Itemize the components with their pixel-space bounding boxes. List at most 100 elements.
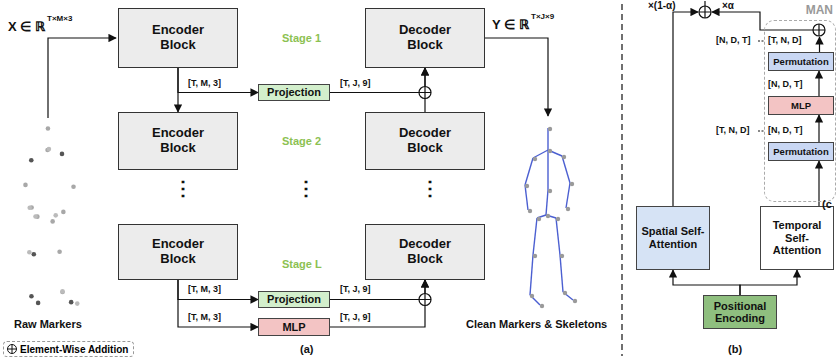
raw-marker xyxy=(60,152,65,157)
encoder-block: Encoder Block xyxy=(118,224,238,280)
node-text: Temporal Self-Attention xyxy=(764,219,830,257)
node-text: MLP xyxy=(282,322,305,333)
raw-marker xyxy=(23,183,28,188)
annotation-label: [N, D, T] xyxy=(716,36,751,46)
spatial-wire xyxy=(673,12,698,206)
annotation-label: ⋮ xyxy=(173,177,193,199)
raw-marker xyxy=(60,289,65,294)
decoder-block: Decoder Block xyxy=(365,224,485,280)
man-region: MANPermutationMLPPermutation xyxy=(764,20,836,202)
clean-marker xyxy=(548,127,552,131)
skeleton-bone xyxy=(525,158,533,185)
raw-marker xyxy=(33,214,38,219)
clean-marker xyxy=(562,155,566,159)
clean-marker xyxy=(537,217,541,221)
skeleton-bone xyxy=(547,150,548,190)
annotation-label: [T, N, D] xyxy=(768,36,802,46)
decoder-block: Decoder Block xyxy=(365,8,485,68)
annotation-label: [T, M, 3] xyxy=(188,285,221,295)
raw-marker xyxy=(29,158,34,163)
sum-output-wire xyxy=(704,1,705,6)
annotation-label: Clean Markers & Skeletons xyxy=(466,318,607,330)
node-text: Encoder Block xyxy=(141,126,215,156)
clean-marker xyxy=(548,189,552,193)
skeleton-bone xyxy=(560,255,563,292)
node-text: Projection xyxy=(267,87,321,98)
mlp-box: MLP xyxy=(258,318,330,336)
addition-symbol xyxy=(813,24,825,36)
node-text: Encoder Block xyxy=(141,23,215,53)
clean-marker xyxy=(528,209,532,213)
skeleton-bone xyxy=(533,150,548,158)
skeleton-bone xyxy=(546,190,548,215)
annotation-label: [N, D, T] xyxy=(768,126,803,136)
annotation-label: ×α xyxy=(722,0,734,11)
clean-marker xyxy=(540,304,544,308)
connector-arrow xyxy=(740,270,797,295)
annotation-label: ×(1-α) xyxy=(648,0,676,11)
raw-marker xyxy=(60,290,65,295)
raw-marker xyxy=(75,301,80,306)
raw-marker xyxy=(47,147,52,152)
math-label: X ∈ ℝ xyxy=(8,20,45,34)
legend-symbol xyxy=(6,343,18,355)
man-output-wire xyxy=(712,12,813,30)
raw-marker xyxy=(32,252,37,257)
annotation-label: (b) xyxy=(728,343,742,355)
skeleton-bone xyxy=(547,128,548,150)
encoding-box: Positional Encoding xyxy=(703,295,777,329)
addition-symbol xyxy=(699,6,711,18)
clean-marker xyxy=(556,217,560,221)
input-wire xyxy=(48,38,116,118)
marker-figures xyxy=(23,126,577,308)
connector-arrow xyxy=(178,280,258,300)
annotation-label: Raw Markers xyxy=(14,318,82,330)
annotation-label: [T, M, 3] xyxy=(188,79,221,89)
connector-arrow xyxy=(178,280,258,327)
raw-marker xyxy=(36,301,41,306)
skeleton-bone xyxy=(562,156,570,183)
addition-symbol xyxy=(419,294,431,306)
node-text: Encoder Block xyxy=(141,237,215,267)
clean-marker xyxy=(546,214,550,218)
raw-marker xyxy=(46,126,51,131)
raw-marker xyxy=(53,213,58,218)
node-text: MLP xyxy=(791,101,811,111)
panel-divider xyxy=(621,4,622,356)
encoder-block: Encoder Block xyxy=(118,8,238,68)
node-text: Permutation xyxy=(773,57,828,67)
raw-marker xyxy=(50,219,55,224)
decoder-block: Decoder Block xyxy=(365,112,485,170)
encoder-block: Encoder Block xyxy=(118,112,238,170)
clean-marker xyxy=(563,291,567,295)
clean-marker xyxy=(530,294,534,298)
skeleton-bone xyxy=(525,185,528,210)
math-label: Y ∈ ℝ xyxy=(492,18,529,32)
node-text: Spatial Self-Attention xyxy=(640,225,706,250)
connector-arrow xyxy=(330,68,425,93)
raw-marker xyxy=(27,250,32,255)
raw-marker xyxy=(71,184,76,189)
mlp-box: MLP xyxy=(768,96,834,115)
node-text: Positional Encoding xyxy=(707,300,773,324)
clean-marker xyxy=(566,207,570,211)
connector-arrow xyxy=(818,115,819,142)
annotation-label: [T, J, 9] xyxy=(340,313,371,323)
annotation-label: ⋮ xyxy=(296,177,316,199)
addition-symbol xyxy=(419,87,431,99)
connector-arrow xyxy=(818,161,819,206)
stage-label: Stage 2 xyxy=(282,135,321,147)
clean-marker xyxy=(560,254,564,258)
annotation-label: [N, D, T] xyxy=(768,80,803,90)
stage-label: Stage 1 xyxy=(282,32,321,44)
clean-marker xyxy=(533,254,537,258)
math-label: T×J×9 xyxy=(531,13,554,22)
raw-marker xyxy=(61,210,66,215)
annotation-label: [T, J, 9] xyxy=(340,79,371,89)
annotation-label: (a) xyxy=(300,343,313,355)
annotation-label: [T, J, 9] xyxy=(340,285,371,295)
connector-arrow xyxy=(818,71,819,96)
node-text: Projection xyxy=(267,294,321,305)
projection-box: Projection xyxy=(258,84,330,101)
legend-box: Element-Wise Addition xyxy=(3,341,134,357)
